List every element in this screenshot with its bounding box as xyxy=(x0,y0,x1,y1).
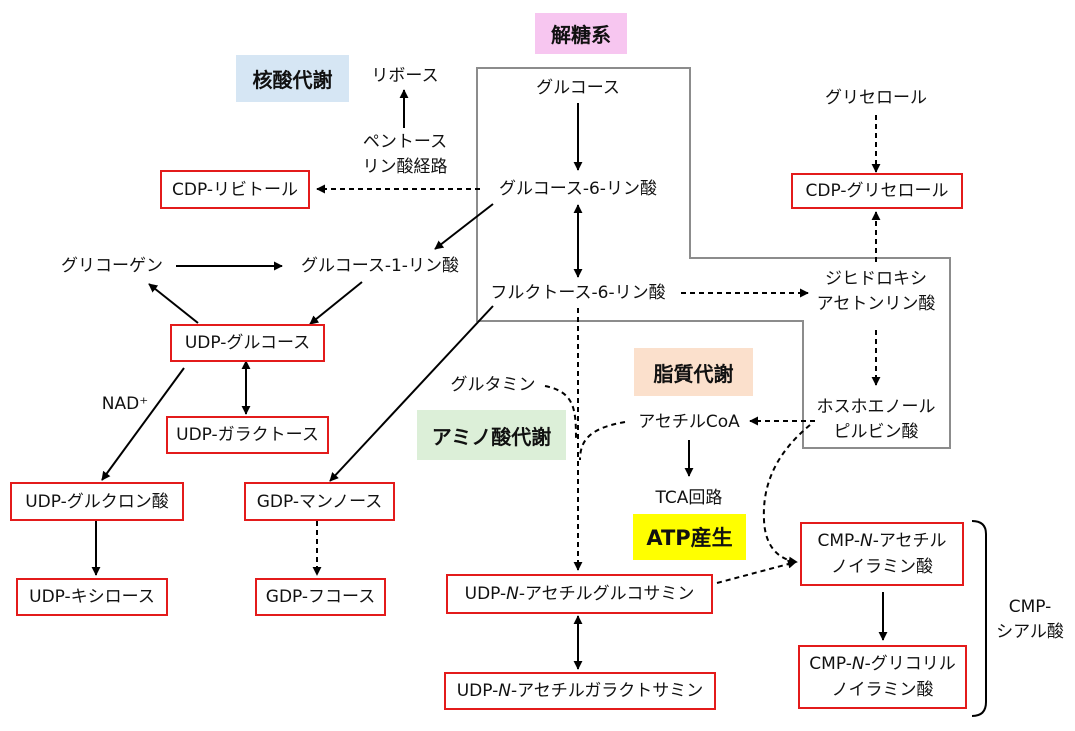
udp-glcnac-prefix: UDP- xyxy=(464,584,507,604)
cmp-neuac-suffix: -アセチル xyxy=(872,531,947,551)
label-nad-plus: NAD⁺ xyxy=(101,394,149,414)
cmp-neugc-line1: CMP-N-グリコリル xyxy=(809,651,955,677)
label-glucose-6-phosphate: グルコース-6-リン酸 xyxy=(499,179,657,199)
label-glucose: グルコース xyxy=(536,78,620,98)
box-cdp-ribitol: CDP-リビトール xyxy=(160,170,310,209)
cdp-ribitol-text: CDP-リビトール xyxy=(172,179,298,200)
cmp-sialic-line1: CMP- xyxy=(1008,597,1052,617)
ppp-line2: リン酸経路 xyxy=(362,157,448,177)
label-dihydroxyacetone-phosphate: ジヒドロキシ アセトンリン酸 xyxy=(805,267,947,317)
label-glucose-1-phosphate: グルコース-1-リン酸 xyxy=(301,256,459,276)
cmp-neugc-prefix: CMP- xyxy=(809,654,852,674)
label-pentose-phosphate-pathway: ペントース リン酸経路 xyxy=(340,130,470,180)
label-acetyl-coa: アセチルCoA xyxy=(638,412,740,432)
arrow-pep-to-neuac xyxy=(762,424,811,566)
arrow-f6p-to-gdpman xyxy=(329,305,494,482)
udp-galnac-n: N xyxy=(498,681,511,701)
udp-galnac-text: UDP-N-アセチルガラクトサミン xyxy=(457,678,704,704)
category-amino-acid-metabolism: アミノ酸代謝 xyxy=(417,410,566,460)
ppp-line1: ペントース xyxy=(362,132,448,152)
dhap-line2: アセトンリン酸 xyxy=(816,294,936,314)
cmp-neugc-line2: ノイラミン酸 xyxy=(831,680,934,700)
cmp-neuac-prefix: CMP- xyxy=(817,531,861,551)
box-udp-n-acetylgalactosamine: UDP-N-アセチルガラクトサミン xyxy=(444,672,716,710)
arrow-g1p-to-udpglc xyxy=(309,281,363,325)
gdp-mannose-text: GDP-マンノース xyxy=(256,491,383,512)
pep-line2: ピルビン酸 xyxy=(833,422,919,442)
box-udp-glucuronic-acid: UDP-グルクロン酸 xyxy=(10,482,184,521)
cmp-neuac-line1: CMP-N-アセチル xyxy=(817,528,946,554)
arrow-g6p-to-g1p xyxy=(434,203,494,250)
udp-glcnac-suffix: -アセチルグルコサミン xyxy=(518,584,695,604)
cmp-neuac-line2: ノイラミン酸 xyxy=(831,557,933,577)
label-ribose: リボース xyxy=(371,66,439,86)
cmp-sialic-acid-bracket xyxy=(971,520,987,717)
label-glycogen: グリコーゲン xyxy=(61,256,163,276)
arrow-acetylcoa-to-udpglcnac xyxy=(579,421,626,461)
arrow-udpglc-to-udpglca xyxy=(101,367,185,481)
box-udp-xylose: UDP-キシロース xyxy=(16,578,168,616)
udp-glcnac-text: UDP-N-アセチルグルコサミン xyxy=(465,581,695,607)
arrow-udpglc-to-glycogen xyxy=(148,283,199,324)
label-tca-cycle: TCA回路 xyxy=(655,488,723,508)
label-fructose-6-phosphate: フルクトース-6-リン酸 xyxy=(490,283,666,303)
box-cdp-glycerol: CDP-グリセロール xyxy=(791,173,963,209)
glycolysis-region-outline xyxy=(476,67,951,449)
box-cmp-n-glycolylneuraminic-acid: CMP-N-グリコリル ノイラミン酸 xyxy=(798,645,967,709)
udp-glucuronic-acid-text: UDP-グルクロン酸 xyxy=(25,491,169,512)
udp-glucose-text: UDP-グルコース xyxy=(184,333,311,353)
udp-galnac-suffix: -アセチルガラクトサミン xyxy=(510,681,704,701)
box-gdp-fucose: GDP-フコース xyxy=(255,578,386,616)
cmp-neugc-suffix: -グリコリル xyxy=(864,654,956,674)
udp-xylose-text: UDP-キシロース xyxy=(29,587,155,607)
cmp-sialic-line2: シアル酸 xyxy=(996,622,1064,642)
category-lipid-metabolism: 脂質代謝 xyxy=(634,348,753,396)
cdp-glycerol-text: CDP-グリセロール xyxy=(805,181,949,201)
category-atp-production: ATP産生 xyxy=(633,514,746,560)
label-glycerol: グリセロール xyxy=(825,88,927,108)
box-gdp-mannose: GDP-マンノース xyxy=(244,482,395,521)
category-glycolysis: 解糖系 xyxy=(535,13,627,54)
gdp-fucose-text: GDP-フコース xyxy=(265,587,376,607)
udp-galnac-prefix: UDP- xyxy=(456,681,499,701)
label-glutamine: グルタミン xyxy=(450,375,536,395)
box-udp-n-acetylglucosamine: UDP-N-アセチルグルコサミン xyxy=(446,574,713,614)
category-nucleic-acid-metabolism: 核酸代謝 xyxy=(236,55,349,102)
cmp-neugc-n: N xyxy=(851,654,865,674)
udp-glcnac-n: N xyxy=(506,584,519,604)
box-udp-glucose: UDP-グルコース xyxy=(170,324,325,362)
box-cmp-n-acetylneuraminic-acid: CMP-N-アセチル ノイラミン酸 xyxy=(800,522,964,586)
cmp-neuac-n: N xyxy=(860,531,873,551)
label-cmp-sialic-acid: CMP- シアル酸 xyxy=(990,595,1070,645)
pep-line1: ホスホエノール xyxy=(816,397,936,417)
label-phosphoenolpyruvate: ホスホエノール ピルビン酸 xyxy=(805,395,947,445)
dhap-line1: ジヒドロキシ xyxy=(825,269,927,289)
arrow-udpglcnac-to-neuac xyxy=(716,559,797,584)
udp-galactose-text: UDP-ガラクトース xyxy=(176,425,319,445)
box-udp-galactose: UDP-ガラクトース xyxy=(166,416,329,454)
